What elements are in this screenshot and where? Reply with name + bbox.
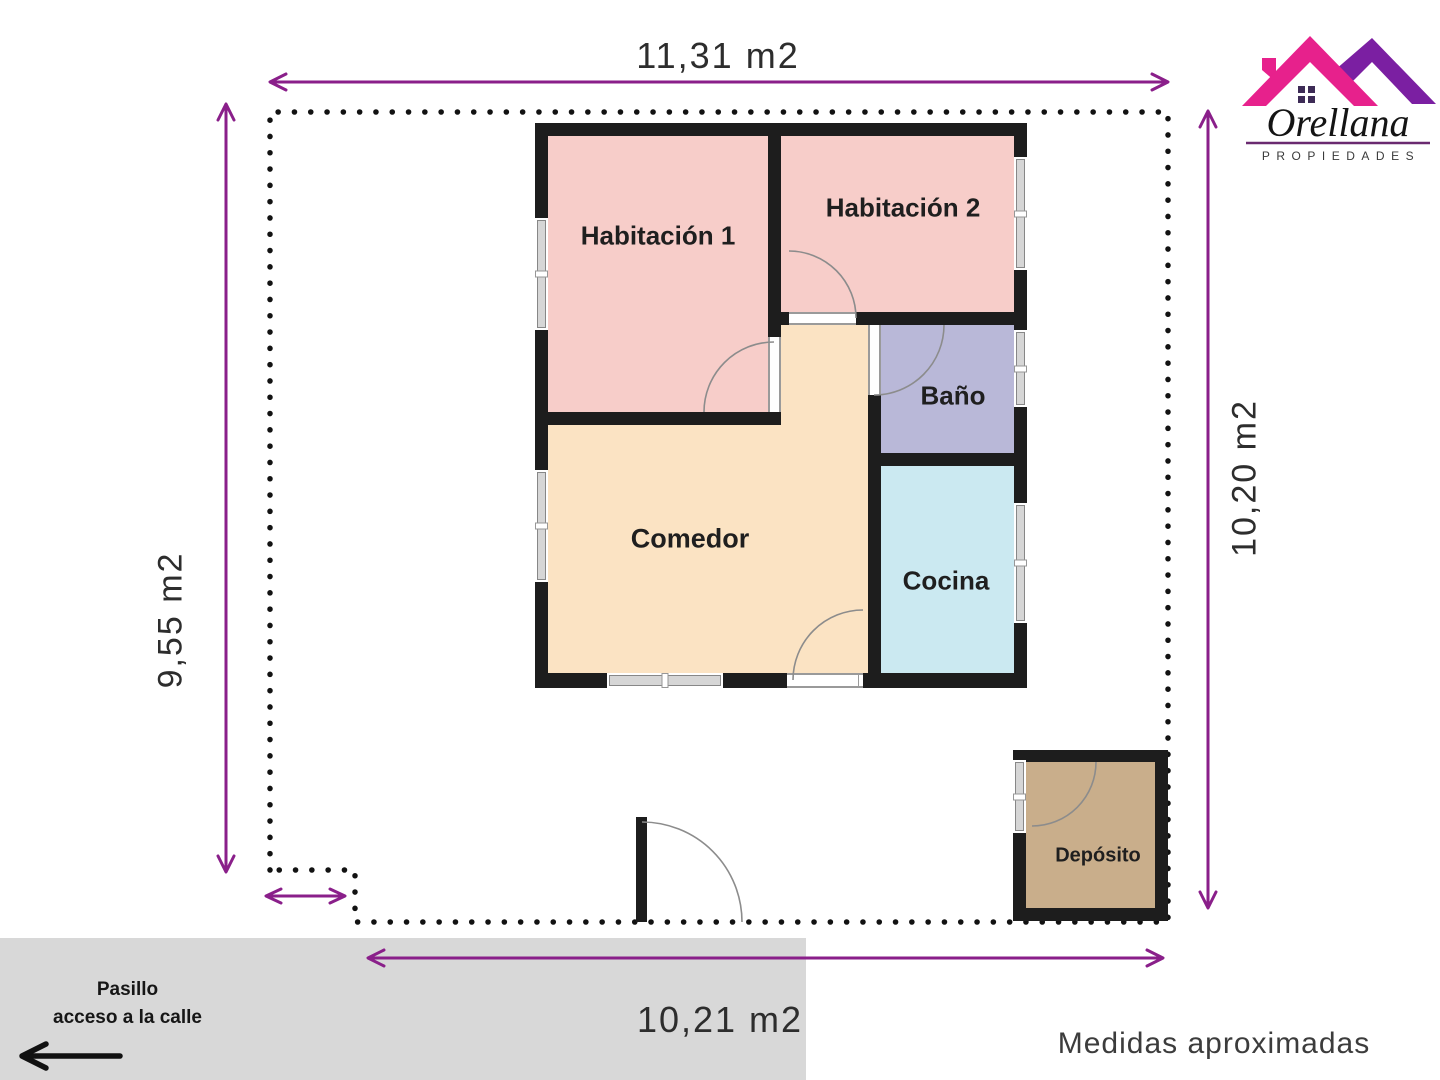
notch-width-arrow [264,887,347,905]
wall-hab1-right [768,136,781,337]
door-opening-hab2 [789,312,856,325]
wall-left-a [535,123,548,218]
logo-roof-windows [1298,86,1315,103]
agency-logo: Orellana PROPIEDADES [1242,36,1436,163]
wall-right-d [1014,623,1027,688]
window-bano-right [1014,330,1027,407]
bottom-width-arrow [366,948,1165,968]
street-access-arrow [19,1041,123,1071]
wall-bano-top [868,312,1014,325]
door-arc-hab1 [703,341,775,413]
pasillo-label: Pasillo acceso a la calle [20,976,235,1032]
logo-roof-pink [1242,36,1378,106]
wall-cocina-top [868,453,1014,466]
hab2-label: Habitación 2 [825,192,981,223]
door-arc-comedor [792,609,864,681]
window-hab1-left [535,218,548,330]
door-opening-bano [868,325,881,395]
wall-top [535,123,1027,136]
hab1-floor [548,136,768,412]
top-width-value: 11,31 m2 [636,35,800,76]
window-deposito-left [1013,760,1026,833]
door-arc-entry [641,821,743,923]
cocina-floor [881,466,1014,673]
wall-bottom-c [863,673,1027,688]
top-width-arrow [268,72,1170,92]
window-comedor-left [535,470,548,582]
wall-deposito-left-b [1013,833,1026,921]
wall-left-b [535,330,548,470]
hab2-floor [781,136,1014,312]
window-hab2-right [1014,157,1027,270]
wall-right-a [1014,123,1027,157]
right-height-value: 10,20 m2 [1225,399,1264,557]
left-height-arrow [216,102,236,874]
wall-bottom-a [535,673,607,688]
entry-door-leaf [636,817,647,922]
deposito-label: Depósito [1055,844,1141,867]
door-arc-bano [873,324,945,396]
wall-right-c [1014,407,1027,503]
door-opening-comedor [787,673,863,688]
window-cocina-right [1014,503,1027,623]
wall-cocina-left [868,466,881,688]
comedor-floor [548,425,868,673]
logo-name: Orellana [1267,100,1410,145]
door-arc-hab2 [788,250,857,319]
cocina-label: Cocina [902,565,990,596]
wall-deposito-right [1155,750,1168,921]
door-arc-deposito [1031,761,1097,827]
bano-label: Baño [920,380,986,411]
approx-note: Medidas aproximadas [1057,1027,1371,1060]
bottom-width-value: 10,21 m2 [636,999,804,1040]
right-height-arrow [1198,109,1218,910]
wall-deposito-top [1013,750,1168,762]
left-height-value: 9,55 m2 [151,551,190,689]
comedor-label: Comedor [630,523,750,554]
wall-deposito-left-a [1013,750,1026,760]
corridor-floor [781,325,868,425]
wall-deposito-bottom [1013,908,1168,921]
hab1-label: Habitación 1 [580,220,736,251]
deposito-floor [1026,762,1155,908]
pasillo-area [0,938,806,1080]
wall-hab1-bottom [535,412,781,425]
pasillo-line2: acceso a la calle [53,1007,202,1028]
door-opening-hab1 [768,337,781,412]
window-comedor-bottom [607,673,723,688]
pasillo-line1: Pasillo [96,979,159,1000]
wall-hab2-bottom-right [856,312,868,325]
wall-left-c [535,582,548,688]
logo-roof-purple [1335,38,1436,104]
wall-hab2-bottom-left [781,312,789,325]
wall-bano-left [868,395,881,466]
wall-right-b [1014,270,1027,330]
wall-bottom-b [723,673,787,688]
logo-subtitle: PROPIEDADES [1262,149,1420,163]
